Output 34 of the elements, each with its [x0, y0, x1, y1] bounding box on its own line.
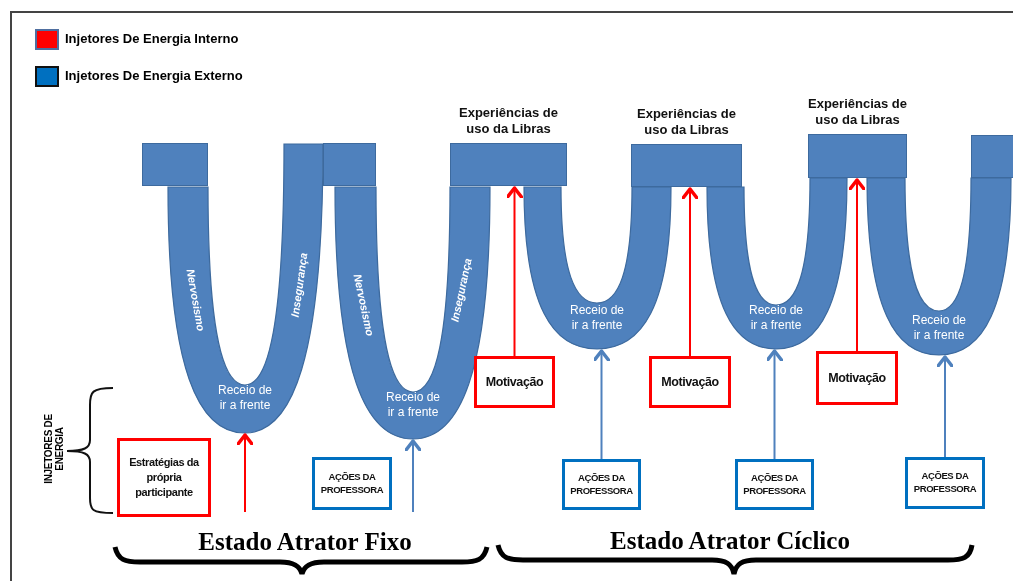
injector-box: Motivação: [474, 356, 555, 408]
injector-box: AÇÕES DA PROFESSORA: [735, 459, 814, 510]
legend-label: Injetores De Energia Interno: [65, 31, 239, 46]
arrow: [592, 349, 611, 460]
injector-box: AÇÕES DA PROFESSORA: [562, 459, 641, 510]
band-label: Receio de ir a frente: [910, 313, 967, 343]
arrow: [236, 433, 254, 513]
side-label: INJETORES DE ENERGIA: [43, 413, 65, 486]
injector-box: AÇÕES DA PROFESSORA: [312, 457, 392, 510]
arrow: [765, 349, 784, 460]
band-label: Receio de ir a frente: [384, 390, 441, 420]
level-block: [142, 143, 208, 186]
block-heading: Experiências de uso da Libras: [807, 96, 908, 128]
arrow: [404, 439, 422, 513]
band-label: Receio de ir a frente: [568, 303, 625, 333]
group-label: Estado Atrator Cíclico: [609, 527, 851, 555]
arrow: [505, 186, 524, 357]
level-block: [323, 143, 376, 186]
band-label: Receio de ir a frente: [216, 383, 273, 413]
injector-box: Motivação: [649, 356, 731, 408]
arrow: [936, 355, 954, 458]
band-label: Insegurança: [288, 252, 310, 318]
legend-label: Injetores De Energia Externo: [65, 68, 243, 83]
arrow: [848, 178, 866, 352]
band-label: Nervosismo: [184, 267, 208, 333]
level-block: [971, 135, 1013, 178]
band-label: Receio de ir a frente: [747, 303, 804, 333]
arrow: [681, 187, 699, 357]
group-label: Estado Atrator Fixo: [197, 528, 413, 556]
injector-box: Estratégias da própria participante: [117, 438, 211, 517]
injector-box: Motivação: [816, 351, 898, 405]
block-heading: Experiências de uso da Libras: [458, 105, 559, 137]
injector-box: AÇÕES DA PROFESSORA: [905, 457, 985, 509]
block-heading: Experiências de uso da Libras: [636, 106, 737, 138]
